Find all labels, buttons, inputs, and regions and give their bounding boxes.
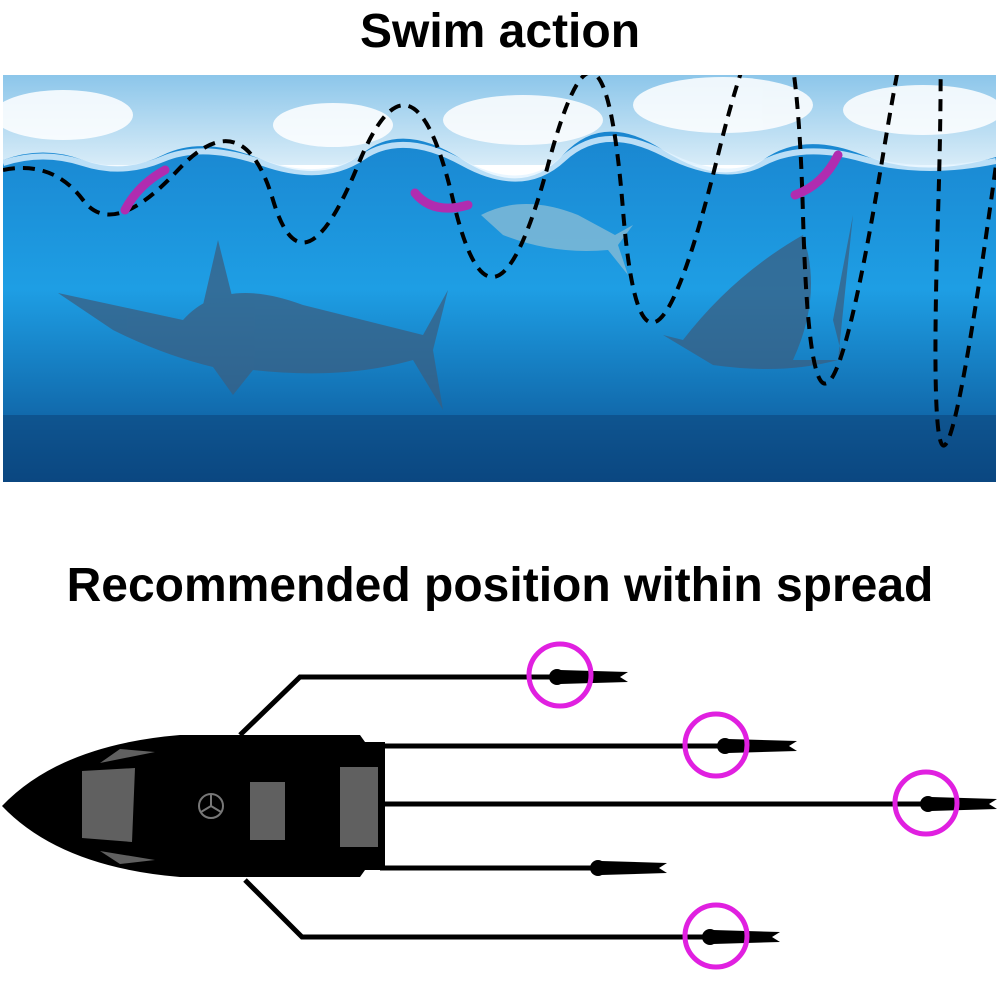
seabed	[3, 415, 996, 482]
water	[3, 131, 996, 482]
highlight-circle-1	[526, 641, 594, 709]
lure-2	[717, 738, 797, 754]
swim-path-dashed-line	[3, 75, 996, 448]
lure-positions	[120, 150, 843, 215]
line-5	[243, 878, 710, 940]
line-1	[238, 674, 560, 737]
swim-action-title: Swim action	[359, 5, 641, 58]
spread-title: Recommended position within spread	[66, 559, 934, 612]
highlight-circle-5	[682, 902, 750, 970]
clouds	[3, 77, 996, 147]
highlight-circle-2	[682, 711, 750, 779]
recommended-position-markers	[526, 641, 960, 970]
underwater-scene-image	[3, 75, 996, 482]
marlin-silhouette	[58, 290, 448, 410]
sailfish-silhouette	[663, 215, 853, 369]
highlight-circle-3	[892, 769, 960, 837]
lure-2	[410, 188, 473, 213]
spread-diagram	[2, 641, 997, 970]
lures	[549, 669, 997, 945]
steering-wheel-icon	[198, 793, 224, 819]
mahi-mahi-silhouette	[481, 204, 633, 275]
lure-3	[790, 150, 843, 200]
outrigger-lines	[238, 674, 930, 940]
lure-3	[920, 796, 997, 812]
lure-4	[590, 860, 667, 876]
lure-5	[702, 929, 780, 945]
lure-1	[549, 669, 628, 685]
boat	[2, 735, 385, 877]
lure-1	[120, 165, 170, 215]
